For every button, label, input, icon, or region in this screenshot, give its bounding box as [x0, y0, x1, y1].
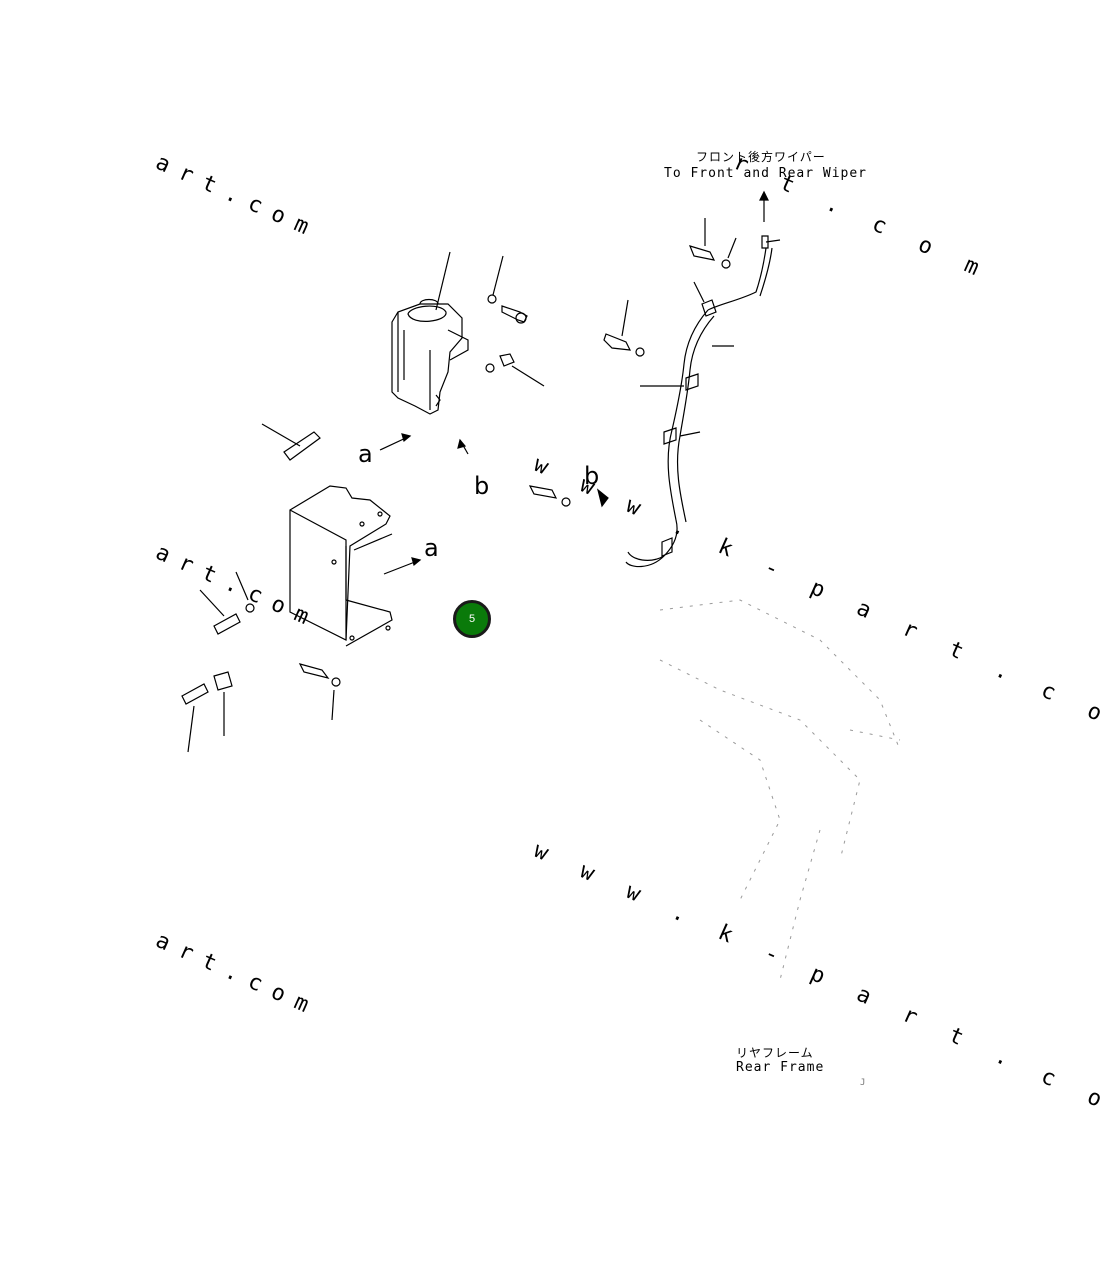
view-letter-a: a — [358, 440, 373, 468]
wiper-label-en: To Front and Rear Wiper — [664, 166, 868, 181]
pin — [261, 423, 321, 461]
rear-frame-outline — [659, 599, 901, 981]
view-letter-b: b — [474, 472, 490, 500]
frame-label-jp: リヤフレーム — [736, 1046, 814, 1060]
tank-bolts — [485, 255, 645, 387]
drawing-ref-code: J — [860, 1078, 867, 1088]
view-letter-b: b — [584, 462, 600, 490]
view-letter-a: a — [424, 534, 439, 562]
view-arrows — [379, 433, 609, 575]
frame-label-en: Rear Frame — [736, 1060, 825, 1075]
washer-tank — [391, 251, 469, 415]
part-hotspot-button[interactable]: 5 — [453, 600, 491, 638]
lower-bolts — [181, 485, 571, 753]
wiper-label-jp: フロント後方ワイパー — [696, 150, 826, 164]
tank-bracket — [289, 485, 393, 647]
hotspot-label: 5 — [468, 613, 476, 625]
washer-hose — [625, 190, 781, 568]
